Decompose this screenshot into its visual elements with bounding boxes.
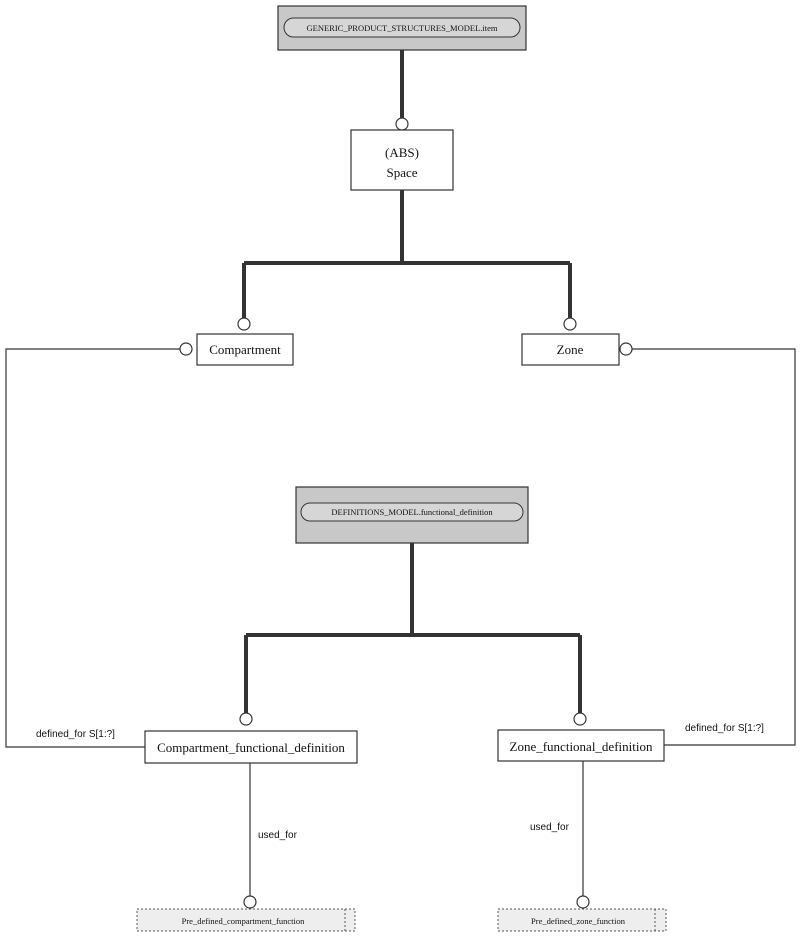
node-space-label: Space [386,165,417,180]
edge-label-compartment-defined-for: defined_for S[1:?] [36,729,115,740]
node-pre-defined-zone-function[interactable]: Pre_defined_zone_function [497,908,667,932]
node-zone-label: Zone [557,342,584,357]
node-generic-product-structures-item-label: GENERIC_PRODUCT_STRUCTURES_MODEL.item [306,23,497,33]
relationship-lines [5,348,796,896]
node-pre-defined-zone-function-label: Pre_defined_zone_function [531,916,626,926]
node-definitions-functional-definition-label: DEFINITIONS_MODEL.functional_definition [331,507,493,517]
node-space[interactable]: (ABS) Space [350,129,454,191]
circle-compartment-fd-top [239,712,253,726]
node-zone-functional-definition-label: Zone_functional_definition [510,739,653,754]
subtype-lines [242,50,582,713]
node-zone-functional-definition[interactable]: Zone_functional_definition [497,729,665,762]
node-compartment-functional-definition[interactable]: Compartment_functional_definition [144,730,358,764]
node-compartment[interactable]: Compartment [196,333,294,366]
edge-label-compartment-used-for: used_for [258,830,298,841]
line-zone-defined-for [632,348,796,746]
circle-compartment-top [237,317,251,331]
node-zone[interactable]: Zone [521,333,620,366]
circle-zone-top [563,317,577,331]
circle-zone-fd-top [573,712,587,726]
node-definitions-functional-definition[interactable]: DEFINITIONS_MODEL.functional_definition [295,486,529,544]
node-space-abs-label: (ABS) [385,145,419,160]
node-pre-defined-compartment-function[interactable]: Pre_defined_compartment_function [136,908,356,932]
circle-zone-right [619,342,633,356]
line-compartment-defined-for [5,348,180,748]
node-generic-product-structures-item[interactable]: GENERIC_PRODUCT_STRUCTURES_MODEL.item [277,5,527,51]
edge-label-zone-defined-for: defined_for S[1:?] [685,723,764,734]
circle-space-top [395,117,409,131]
circle-pre-comp-top [243,895,257,909]
circle-compartment-left [179,342,193,356]
circle-pre-zone-top [576,895,590,909]
node-pre-defined-compartment-function-label: Pre_defined_compartment_function [182,916,305,926]
node-compartment-label: Compartment [209,342,281,357]
node-compartment-functional-definition-label: Compartment_functional_definition [157,740,345,755]
edge-label-zone-used-for: used_for [530,822,570,833]
